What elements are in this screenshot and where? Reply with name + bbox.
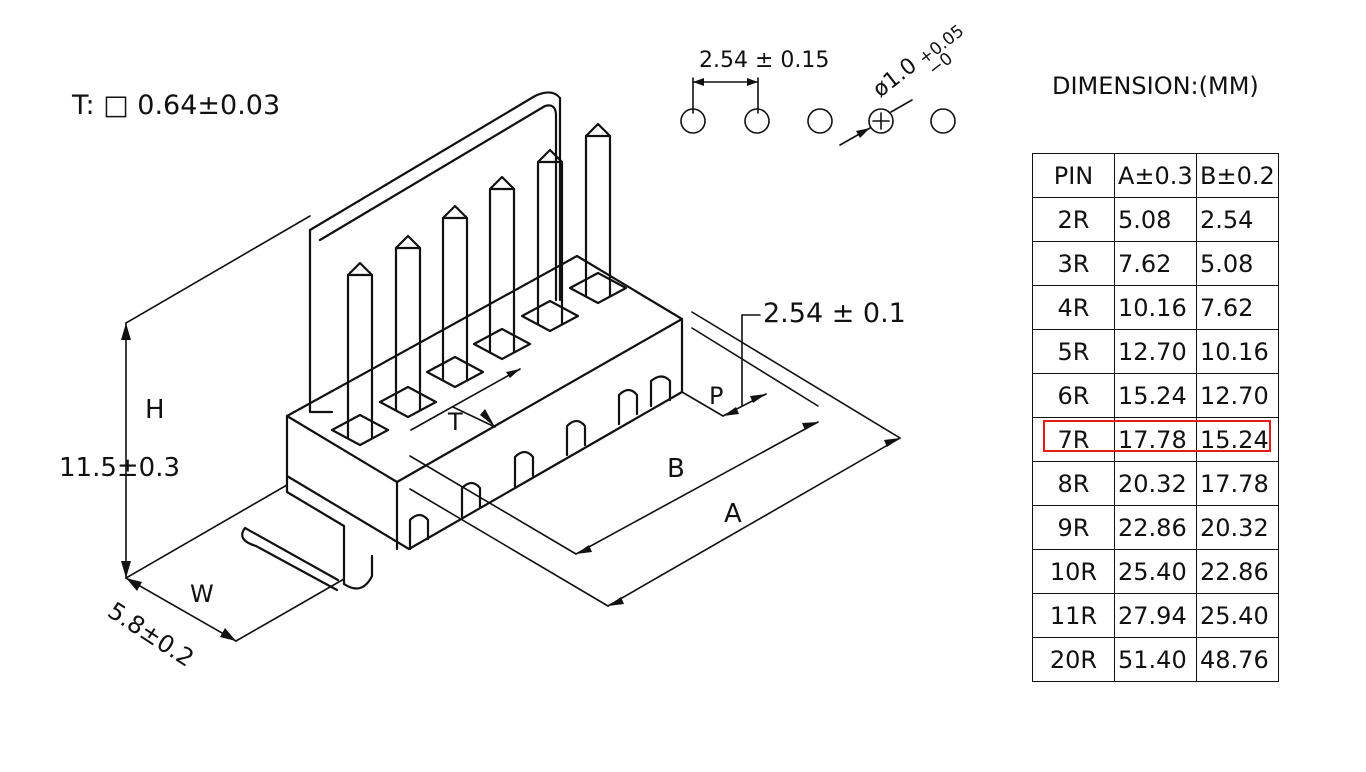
table-cell-pin: 7R: [1032, 417, 1115, 462]
table-cell-a: 10.16: [1114, 285, 1197, 330]
hole-2: [744, 108, 770, 134]
width-label: 5.8±0.2: [103, 597, 199, 673]
bent-pin-tip: [241, 526, 258, 548]
table-cell-b: 22.86: [1196, 549, 1279, 594]
dimension-header: DIMENSION:(MM): [1052, 72, 1259, 100]
table-cell-pin: 11R: [1032, 593, 1115, 638]
table-header-a: A±0.3: [1114, 153, 1197, 198]
pitch-top-label: 2.54 ± 0.15: [699, 48, 829, 73]
table-cell-pin: 2R: [1032, 197, 1115, 242]
table-cell-b: 20.32: [1196, 505, 1279, 550]
hole-5: [930, 108, 956, 134]
housing-leg-left: [285, 474, 346, 586]
back-plate-side: [308, 228, 334, 414]
t-symbol: T: [447, 408, 463, 436]
table-cell-b: 5.08: [1196, 241, 1279, 286]
housing-top-edge: [285, 317, 684, 484]
table-cell-b: 17.78: [1196, 461, 1279, 506]
table-cell-pin: 8R: [1032, 461, 1115, 506]
bent-pin-top: [243, 526, 340, 582]
hole-4: [868, 108, 894, 134]
table-cell-pin: 5R: [1032, 329, 1115, 374]
table-cell-b: 10.16: [1196, 329, 1279, 374]
table-row: 8R 20.32 17.78: [1032, 461, 1279, 506]
table-cell-a: 51.40: [1114, 637, 1197, 682]
table-cell-b: 7.62: [1196, 285, 1279, 330]
table-cell-pin: 3R: [1032, 241, 1115, 286]
pin-4: [472, 175, 532, 361]
hole-1: [680, 108, 706, 134]
table-cell-a: 27.94: [1114, 593, 1197, 638]
table-row: 9R 22.86 20.32: [1032, 505, 1279, 550]
table-row: 4R 10.16 7.62: [1032, 285, 1279, 330]
pin-1: [330, 261, 390, 447]
table-cell-b: 2.54: [1196, 197, 1279, 242]
pin-2: [378, 234, 438, 419]
dimensions: H 11.5±0.3 W 5.8±0.2 T P 2.54 ± 0.1: [59, 215, 906, 673]
dimension-table-container: PIN A±0.3 B±0.2 2R 5.08 2.54 3R 7.62 5.0…: [1032, 153, 1279, 682]
table-header-row: PIN A±0.3 B±0.2: [1032, 153, 1279, 198]
hole-diameter-label: ø1.0: [868, 53, 922, 103]
table-cell-a: 25.40: [1114, 549, 1197, 594]
table-cell-b: 15.24: [1196, 417, 1279, 462]
height-label: 11.5±0.3: [59, 453, 180, 483]
b-symbol: B: [667, 454, 685, 484]
pin-6: [568, 122, 628, 305]
table-cell-pin: 6R: [1032, 373, 1115, 418]
slot-4: [565, 419, 587, 457]
hole-3: [807, 108, 833, 134]
connector-body: [241, 91, 684, 592]
table-row: 20R 51.40 48.76: [1032, 637, 1279, 682]
slot-5: [617, 388, 639, 426]
table-cell-b: 48.76: [1196, 637, 1279, 682]
table-cell-a: 15.24: [1114, 373, 1197, 418]
table-row: 3R 7.62 5.08: [1032, 241, 1279, 286]
table-cell-pin: 20R: [1032, 637, 1115, 682]
dimension-table: PIN A±0.3 B±0.2 2R 5.08 2.54 3R 7.62 5.0…: [1032, 153, 1279, 682]
pins: [330, 122, 628, 447]
table-row: 5R 12.70 10.16: [1032, 329, 1279, 374]
table-cell-a: 22.86: [1114, 505, 1197, 550]
bent-pin-bottom: [254, 544, 339, 592]
table-row: 11R 27.94 25.40: [1032, 593, 1279, 638]
pitch-right-label: 2.54 ± 0.1: [763, 298, 906, 329]
table-cell-a: 5.08: [1114, 197, 1197, 242]
table-cell-a: 17.78: [1114, 417, 1197, 462]
p-symbol: P: [709, 382, 723, 410]
table-cell-pin: 9R: [1032, 505, 1115, 550]
table-row: 10R 25.40 22.86: [1032, 549, 1279, 594]
housing-leg-bottom: [342, 554, 374, 590]
slot-6: [649, 375, 672, 408]
table-cell-b: 12.70: [1196, 373, 1279, 418]
height-symbol: H: [145, 395, 165, 425]
pin-3: [425, 204, 485, 389]
table-cell-pin: 4R: [1032, 285, 1115, 330]
back-plate-top: [308, 91, 562, 302]
table-cell-a: 20.32: [1114, 461, 1197, 506]
table-row-highlighted: 7R 17.78 15.24: [1032, 417, 1279, 462]
table-cell-pin: 10R: [1032, 549, 1115, 594]
table-cell-a: 12.70: [1114, 329, 1197, 374]
table-header-b: B±0.2: [1196, 153, 1279, 198]
slot-1: [408, 513, 430, 551]
housing-outline: [285, 254, 684, 551]
slot-3: [513, 450, 535, 488]
a-symbol: A: [724, 499, 742, 529]
table-row: 2R 5.08 2.54: [1032, 197, 1279, 242]
width-symbol: W: [190, 580, 214, 608]
table-row: 6R 15.24 12.70: [1032, 373, 1279, 418]
hole-pattern: 2.54 ± 0.15 ø1.0 +0.05 −0: [680, 21, 968, 146]
table-cell-a: 7.62: [1114, 241, 1197, 286]
table-header-pin: PIN: [1032, 153, 1115, 198]
thickness-label: T: □ 0.64±0.03: [71, 90, 280, 121]
table-cell-b: 25.40: [1196, 593, 1279, 638]
back-plate-inner: [318, 104, 558, 302]
slot-2: [460, 481, 482, 519]
pin-5: [520, 148, 580, 333]
